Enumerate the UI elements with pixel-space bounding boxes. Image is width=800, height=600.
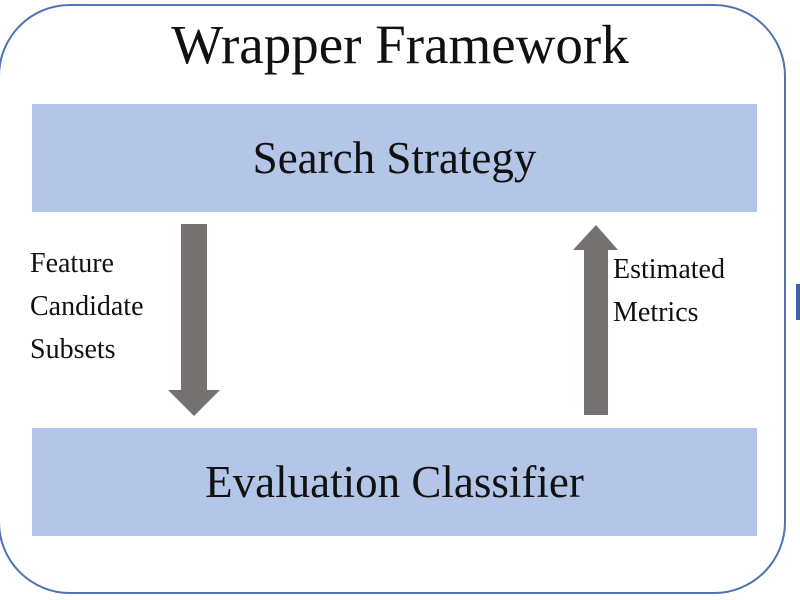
label-line: Candidate	[30, 291, 144, 322]
down-arrow-icon	[168, 224, 220, 416]
search-strategy-box: Search Strategy	[32, 104, 757, 212]
diagram-title: Wrapper Framework	[171, 14, 629, 75]
evaluation-classifier-box: Evaluation Classifier	[32, 428, 757, 536]
label-line: Subsets	[30, 334, 116, 365]
adjacent-element-edge	[796, 284, 800, 320]
label-line: Estimated	[613, 254, 725, 285]
evaluation-classifier-label: Evaluation Classifier	[205, 457, 584, 507]
search-strategy-label: Search Strategy	[252, 133, 537, 183]
feature-candidate-subsets-label: Feature Candidate Subsets	[30, 242, 144, 371]
estimated-metrics-label: Estimated Metrics	[613, 248, 725, 334]
wrapper-framework-container	[0, 4, 786, 594]
label-line: Feature	[30, 248, 114, 279]
label-line: Metrics	[613, 297, 699, 328]
up-arrow-icon	[573, 225, 618, 415]
